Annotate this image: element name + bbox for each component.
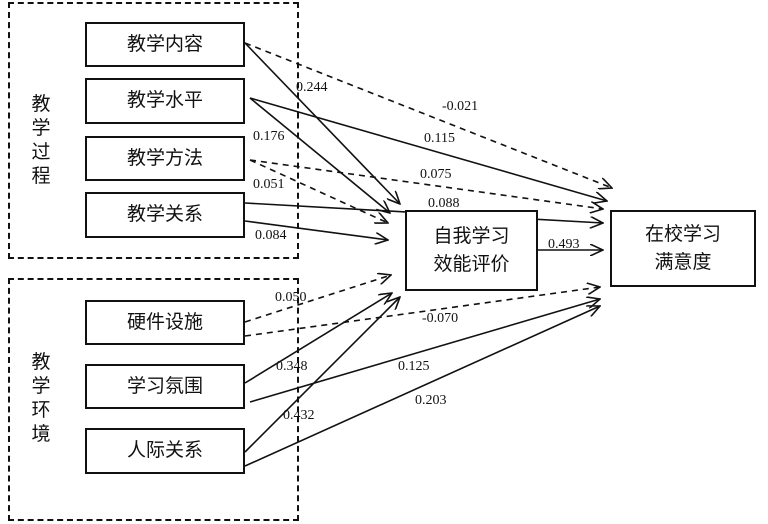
path-arrow (244, 275, 391, 323)
coef-label: 0.176 (253, 129, 285, 144)
path-arrow (244, 220, 388, 240)
coef-label: 0.203 (415, 393, 447, 408)
mediator-line1: 自我学习 (433, 224, 510, 247)
path-arrow (249, 97, 390, 213)
group-label-process: 教学过程 (31, 93, 51, 187)
group-teaching-environment (8, 278, 299, 521)
outcome-line1: 在校学习 (644, 222, 721, 245)
coef-label: 0.244 (296, 80, 328, 95)
path-arrow (244, 293, 392, 384)
coef-label: 0.493 (548, 237, 580, 252)
factor-box: 教学水平 (85, 78, 245, 124)
coef-label: 0.348 (276, 359, 308, 374)
coef-label: 0.075 (420, 167, 452, 182)
factor-box: 教学内容 (85, 22, 245, 67)
factor-box: 教学方法 (85, 136, 245, 181)
mediator-line2: 效能评价 (433, 252, 510, 275)
mediator-box: 自我学习 效能评价 (405, 210, 538, 291)
coef-label: -0.021 (442, 99, 479, 114)
path-arrow (244, 287, 600, 337)
outcome-box: 在校学习 满意度 (610, 210, 756, 287)
coef-label: 0.115 (424, 131, 455, 146)
path-arrow (249, 159, 603, 209)
factor-box: 硬件设施 (85, 300, 245, 345)
path-arrow (244, 306, 600, 467)
path-arrow (249, 97, 607, 201)
factor-box: 教学关系 (85, 192, 245, 238)
factor-box: 学习氛围 (85, 364, 245, 409)
path-arrow (244, 297, 400, 453)
coef-label: 0.084 (255, 228, 287, 243)
coef-label: 0.088 (428, 196, 460, 211)
group-teaching-process (8, 2, 299, 259)
path-arrow (249, 159, 388, 223)
coef-label: 0.050 (275, 290, 307, 305)
group-label-environment: 教学环境 (31, 351, 51, 445)
outcome-line2: 满意度 (654, 250, 712, 273)
path-arrow (249, 299, 600, 403)
coef-label: -0.070 (422, 311, 459, 326)
coef-label: 0.432 (283, 408, 315, 423)
factor-box: 人际关系 (85, 428, 245, 474)
coef-label: 0.125 (398, 359, 430, 374)
coef-label: 0.051 (253, 177, 285, 192)
